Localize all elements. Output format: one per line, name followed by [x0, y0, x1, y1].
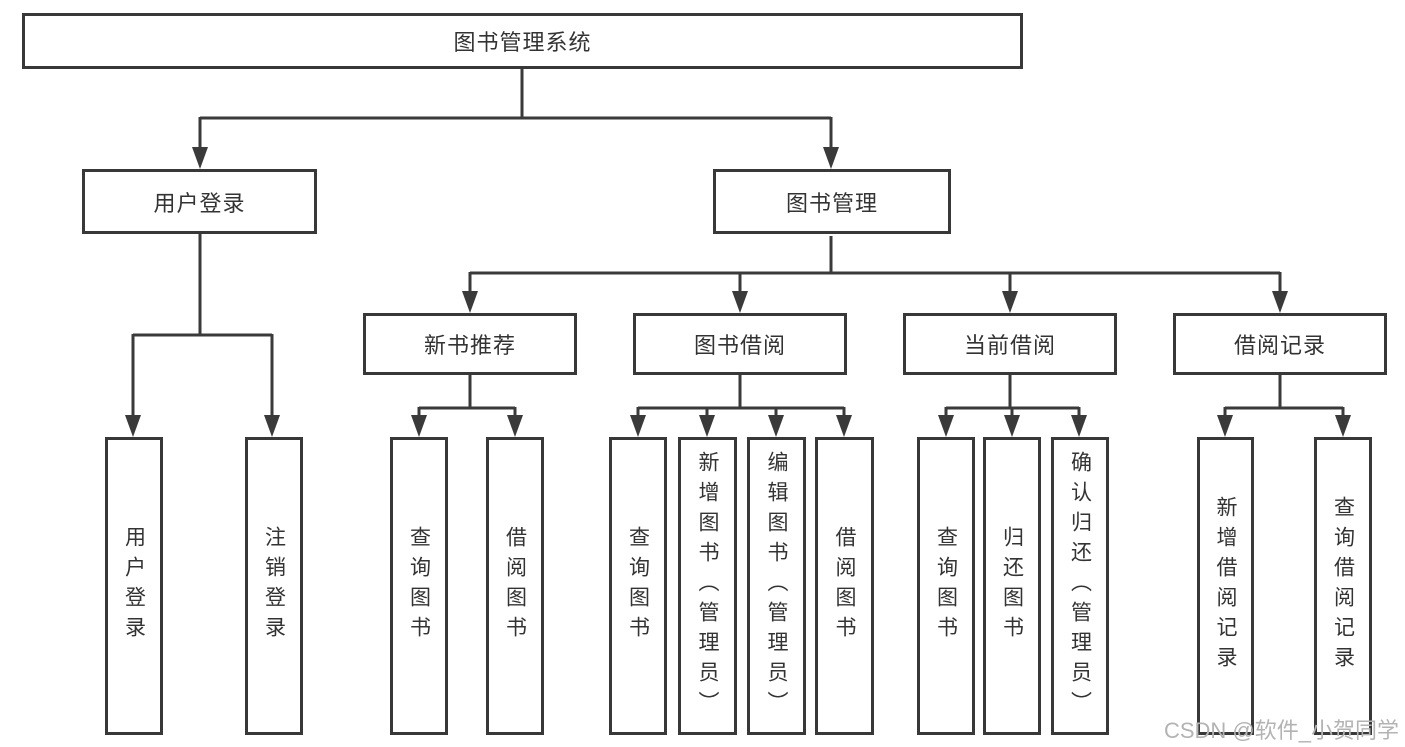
leaf-bb-query-books: 查询图书	[609, 437, 667, 735]
leaf-bb-add-books-admin: 新增图书（管理员）	[678, 437, 737, 735]
leaf-nb-borrow-books-label: 借阅图书	[503, 526, 527, 646]
node-root-label: 图书管理系统	[453, 30, 592, 55]
connector-current-borrowing-branch	[938, 375, 1087, 437]
leaf-br-add-record-label: 新增借阅记录	[1214, 496, 1237, 676]
node-user-login: 用户登录	[82, 169, 317, 234]
leaf-user-login-label: 用户登录	[122, 526, 146, 646]
leaf-bb-query-books-label: 查询图书	[626, 526, 650, 646]
leaf-br-query-record-label: 查询借阅记录	[1331, 496, 1355, 676]
connector-borrowing-records-branch	[1217, 375, 1351, 437]
leaf-bb-borrow-books-label: 借阅图书	[833, 526, 856, 646]
leaf-logout: 注销登录	[245, 437, 303, 735]
leaf-br-add-record: 新增借阅记录	[1197, 437, 1254, 735]
leaf-cb-return-books: 归还图书	[983, 437, 1041, 735]
watermark: CSDN @软件_小贺同学	[1163, 718, 1399, 743]
node-borrowing-records-label: 借阅记录	[1233, 333, 1326, 358]
leaf-nb-borrow-books: 借阅图书	[486, 437, 544, 735]
leaf-logout-label: 注销登录	[262, 526, 286, 646]
leaf-cb-query-books: 查询图书	[917, 437, 975, 735]
leaf-bb-edit-books-admin-label: 编辑图书（管理员）	[765, 451, 788, 721]
node-current-borrowing-label: 当前借阅	[963, 333, 1056, 358]
node-book-management-label: 图书管理	[785, 190, 878, 216]
leaf-cb-query-books-label: 查询图书	[934, 526, 958, 646]
leaf-user-login: 用户登录	[105, 437, 163, 735]
node-new-book-recommend-label: 新书推荐	[423, 333, 516, 358]
node-book-borrowing-label: 图书借阅	[693, 333, 786, 358]
node-book-borrowing: 图书借阅	[633, 313, 847, 375]
leaf-cb-confirm-return-admin-label: 确认归还（管理员）	[1068, 451, 1092, 721]
leaf-cb-return-books-label: 归还图书	[1000, 526, 1024, 646]
node-current-borrowing: 当前借阅	[903, 313, 1117, 375]
node-borrowing-records: 借阅记录	[1173, 313, 1387, 375]
leaf-cb-confirm-return-admin: 确认归还（管理员）	[1051, 437, 1109, 735]
leaf-nb-query-books-label: 查询图书	[407, 526, 431, 646]
node-root: 图书管理系统	[22, 13, 1023, 69]
leaf-bb-edit-books-admin: 编辑图书（管理员）	[747, 437, 806, 735]
node-new-book-recommend: 新书推荐	[363, 313, 577, 375]
leaf-nb-query-books: 查询图书	[390, 437, 448, 735]
node-user-login-label: 用户登录	[153, 190, 246, 216]
node-book-management: 图书管理	[713, 169, 951, 234]
connector-user-login-branch	[125, 234, 280, 437]
connector-new-book-recommend-branch	[411, 375, 523, 437]
leaf-bb-add-books-admin-label: 新增图书（管理员）	[696, 451, 719, 721]
connector-book-management-branch	[462, 236, 1288, 313]
leaf-br-query-record: 查询借阅记录	[1314, 437, 1372, 735]
connector-book-borrowing-branch	[630, 375, 852, 437]
leaf-bb-borrow-books: 借阅图书	[815, 437, 874, 735]
connector-root-branch	[192, 69, 839, 169]
